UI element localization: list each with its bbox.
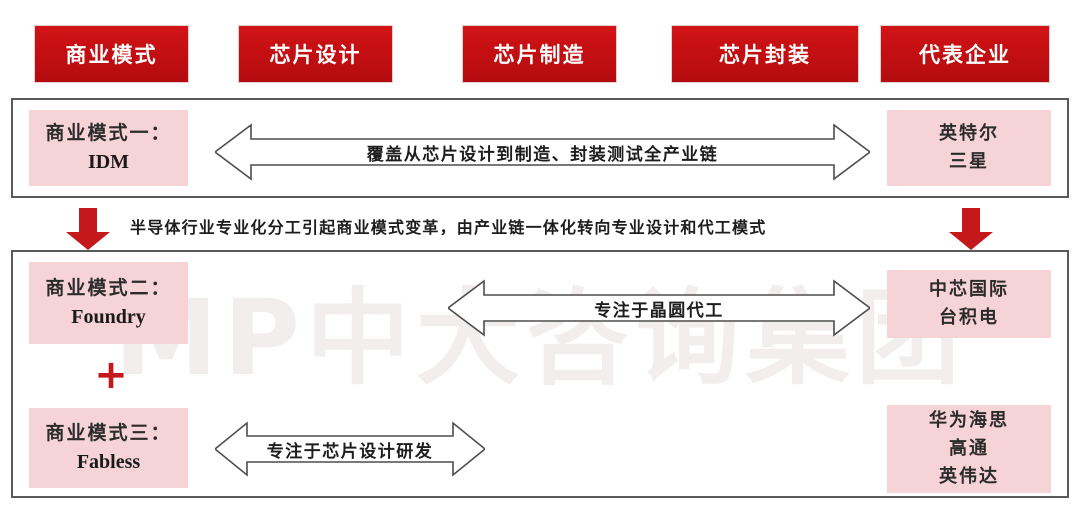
plus-symbol-icon: + <box>94 352 128 398</box>
foundry-fabless-frame <box>11 250 1069 498</box>
header-box-chip-manufacturing[interactable]: 芯片制造 <box>462 25 617 83</box>
company-box-idm: 英特尔 三星 <box>887 110 1051 186</box>
header-box-business-model[interactable]: 商业模式 <box>34 25 189 83</box>
model-label-fabless-line1: 商业模式三： <box>45 421 172 444</box>
down-arrow-left-icon <box>63 208 113 250</box>
company-idm-1: 三星 <box>949 151 989 172</box>
down-arrow-right-icon <box>946 208 996 250</box>
company-box-foundry: 中芯国际 台积电 <box>887 270 1051 338</box>
model-label-idm-line2: IDM <box>87 151 130 174</box>
header-box-representative-companies[interactable]: 代表企业 <box>880 25 1050 83</box>
model-label-idm-line1: 商业模式一： <box>45 121 172 144</box>
company-idm-0: 英特尔 <box>939 123 999 145</box>
model-label-foundry-line1: 商业模式二： <box>45 276 172 299</box>
company-fabless-1: 高通 <box>949 438 989 460</box>
double-arrow-foundry: 专注于晶圆代工 <box>448 278 870 338</box>
transition-description: 半导体行业专业化分工引起商业模式变革，由产业链一体化转向专业设计和代工模式 <box>130 218 767 237</box>
header-box-chip-design[interactable]: 芯片设计 <box>238 25 393 83</box>
model-label-foundry-line2: Foundry <box>71 306 146 329</box>
company-fabless-2: 英伟达 <box>939 465 999 487</box>
header-row: 商业模式 芯片设计 芯片制造 芯片封装 代表企业 <box>0 25 1080 83</box>
double-arrow-idm: 覆盖从芯片设计到制造、封装测试全产业链 <box>215 122 870 182</box>
idm-row-frame <box>11 98 1069 198</box>
company-foundry-1: 台积电 <box>939 307 999 328</box>
double-arrow-fabless: 专注于芯片设计研发 <box>215 420 485 478</box>
company-fabless-0: 华为海思 <box>929 410 1009 432</box>
model-label-idm: 商业模式一： IDM <box>29 110 188 186</box>
model-label-fabless-line2: Fabless <box>76 451 141 474</box>
company-foundry-0: 中芯国际 <box>929 279 1009 301</box>
header-box-chip-packaging[interactable]: 芯片封装 <box>671 25 859 83</box>
company-box-fabless: 华为海思 高通 英伟达 <box>887 405 1051 493</box>
model-label-fabless: 商业模式三： Fabless <box>29 408 188 488</box>
model-label-foundry: 商业模式二： Foundry <box>29 262 188 344</box>
